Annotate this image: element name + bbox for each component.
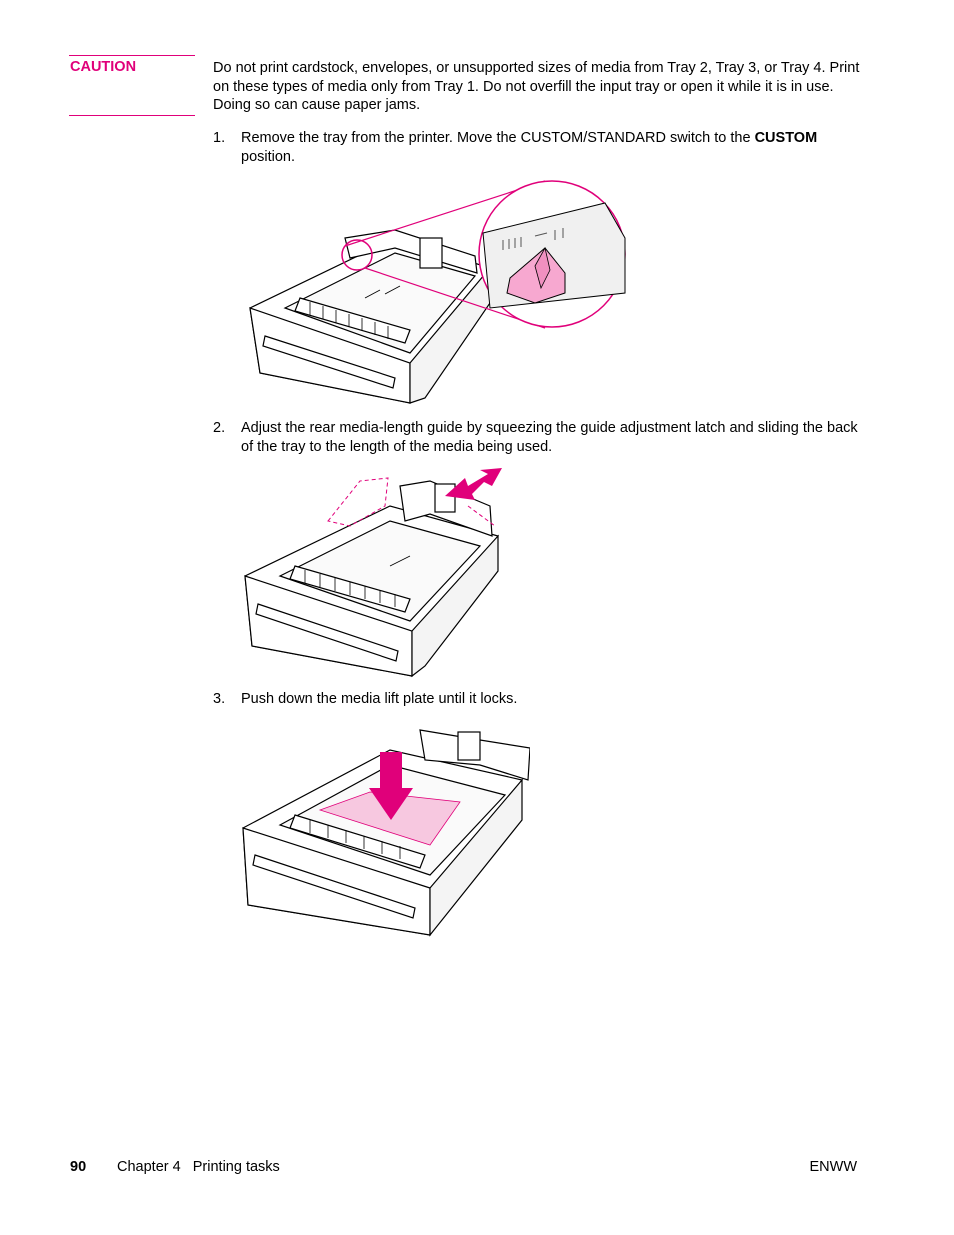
tray-rear-guide-illustration bbox=[244, 468, 502, 678]
step-text: Push down the media lift plate until it … bbox=[241, 691, 518, 707]
step-1: 1. Remove the tray from the printer. Mov… bbox=[213, 129, 863, 166]
caution-label: CAUTION bbox=[70, 59, 137, 75]
step-number: 3. bbox=[213, 691, 226, 707]
step-text: Adjust the rear media-length guide by sq… bbox=[241, 420, 858, 455]
caution-text: Do not print cardstock, envelopes, or un… bbox=[213, 60, 860, 113]
page-number: 90 bbox=[70, 1159, 87, 1175]
step-number: 2. bbox=[213, 420, 226, 436]
step-3: 3. Push down the media lift plate until … bbox=[213, 690, 863, 709]
tray-custom-switch-illustration bbox=[249, 180, 626, 404]
caution-bottom-rule bbox=[69, 115, 195, 116]
step-text: Remove the tray from the printer. Move t… bbox=[241, 130, 818, 165]
caution-top-rule bbox=[69, 55, 195, 56]
footer-right-label: ENWW bbox=[809, 1159, 857, 1175]
tray-lift-plate-illustration bbox=[242, 729, 530, 937]
step-number: 1. bbox=[213, 130, 226, 146]
chapter-title: Chapter 4 Printing tasks bbox=[117, 1159, 280, 1175]
step-2: 2. Adjust the rear media-length guide by… bbox=[213, 419, 863, 456]
